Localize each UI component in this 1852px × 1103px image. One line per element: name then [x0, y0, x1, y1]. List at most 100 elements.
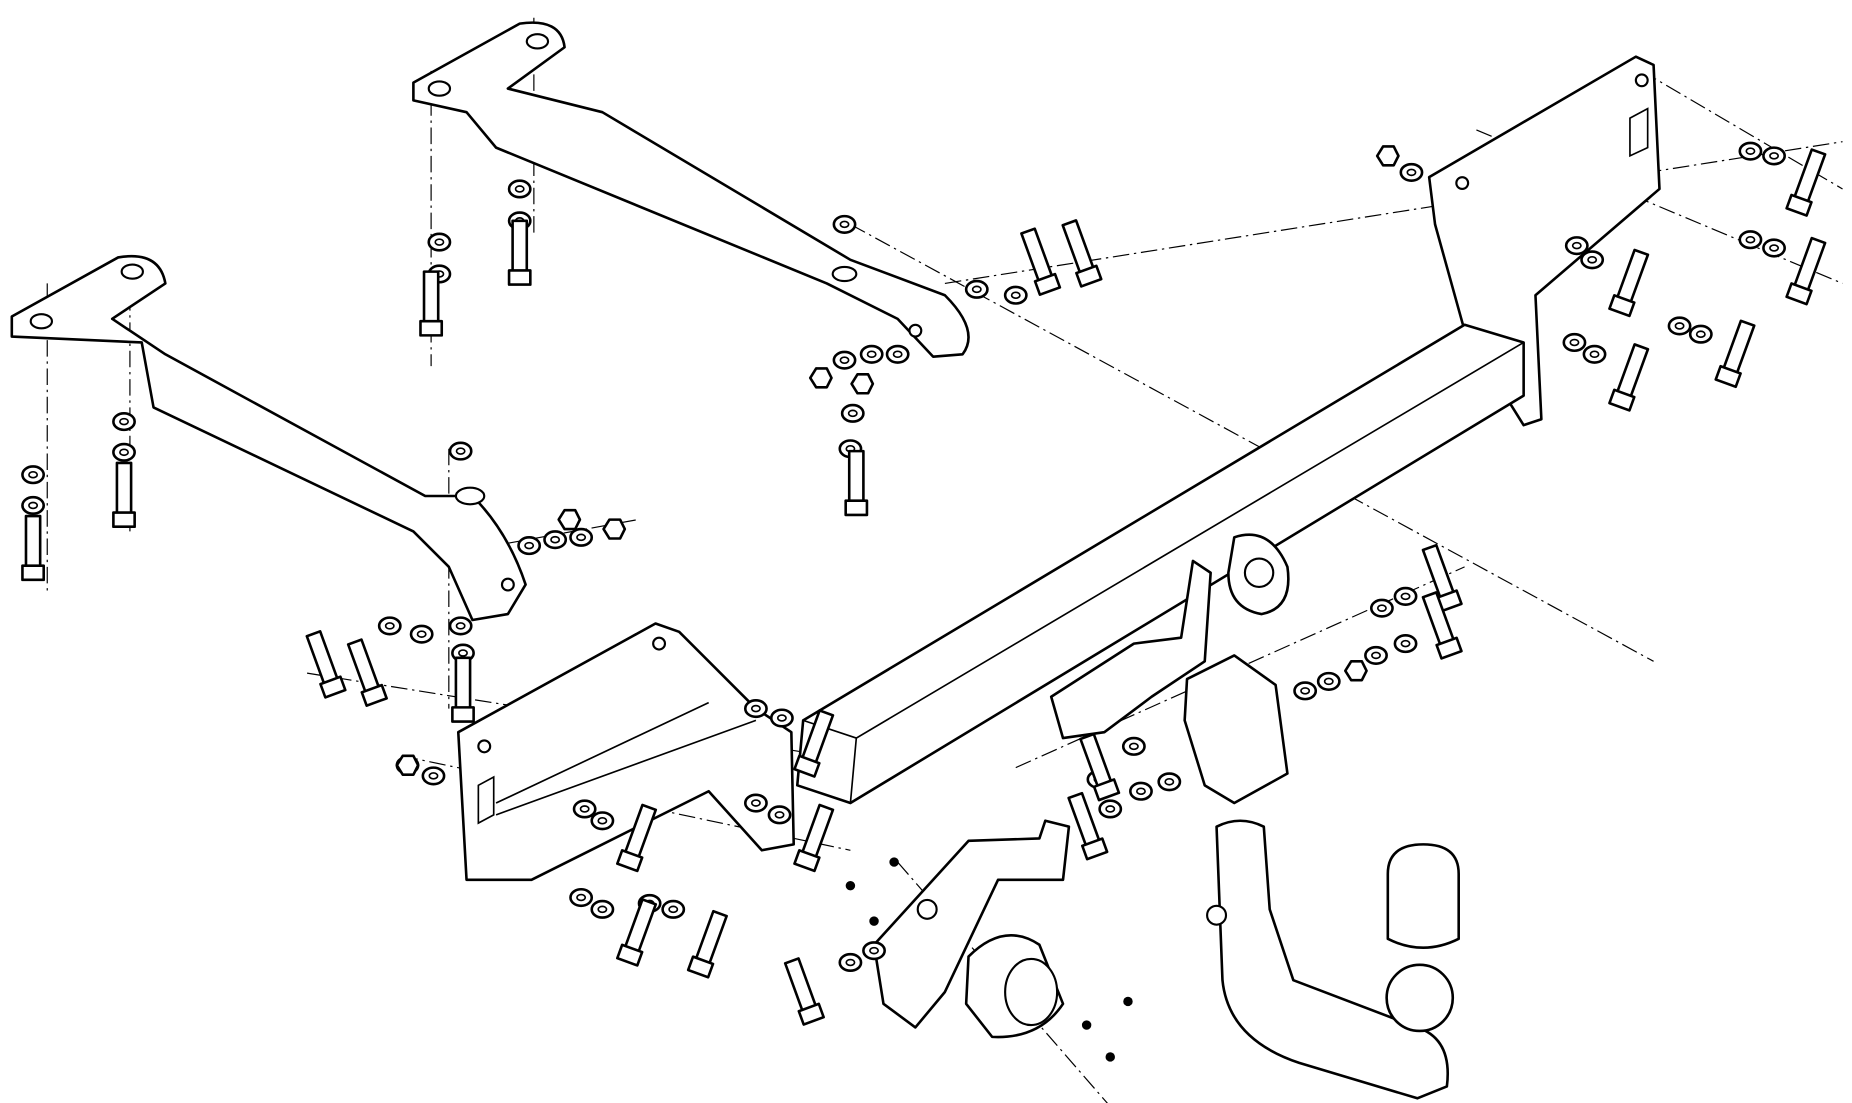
washer-icon [590, 899, 615, 919]
washer-hole [892, 350, 903, 359]
washer-icon [1393, 634, 1418, 654]
ball-mount-receiver [1183, 654, 1289, 805]
washer-hole [750, 704, 761, 713]
washer-icon [569, 527, 594, 547]
small-screw-icon [889, 857, 899, 867]
washer-hole [1569, 338, 1580, 347]
washer-hole [458, 649, 468, 657]
washer-icon [743, 793, 768, 813]
bolt-icon [793, 709, 835, 778]
bolt-icon [1061, 219, 1103, 288]
washer-hole [1376, 604, 1387, 612]
bolt-icon [305, 630, 347, 699]
washer-icon [1688, 324, 1713, 344]
washer-icon [832, 214, 857, 234]
washer-hole [1589, 350, 1600, 359]
washer-hole [416, 630, 427, 638]
washer-hole [1406, 168, 1417, 177]
washer-icon [507, 179, 532, 199]
washer-hole [28, 470, 39, 479]
washer-icon [838, 952, 863, 973]
washer-icon [769, 708, 794, 728]
washer-icon [448, 441, 473, 461]
washer-icon [1098, 799, 1123, 819]
washer-icon [885, 344, 910, 364]
washer-icon [840, 403, 865, 423]
washer-icon [112, 412, 136, 432]
washer-icon [377, 616, 402, 636]
bolt-icon [346, 638, 388, 707]
bolt-icon [686, 909, 728, 979]
small-screw-icon [845, 880, 856, 891]
washer-hole [1745, 147, 1756, 155]
bolt-icon [1608, 248, 1650, 318]
washer-icon [1399, 162, 1424, 182]
fasteners [21, 141, 1827, 1062]
nut-icon [602, 518, 627, 540]
washer-hole [1105, 805, 1116, 813]
washer-hole [847, 409, 858, 418]
bolt-icon [844, 449, 869, 517]
washer-hole [774, 811, 785, 819]
washer-hole [1769, 152, 1780, 160]
washer-icon [421, 766, 446, 786]
bolt-icon [1020, 227, 1062, 296]
small-screw-icon [1123, 996, 1133, 1007]
bolt-icon [112, 461, 136, 528]
washer-hole [597, 816, 608, 825]
washer-hole [1128, 742, 1139, 751]
washer-icon [572, 799, 597, 819]
washer-icon [409, 624, 434, 644]
washer-hole [455, 622, 466, 630]
washer-hole [576, 893, 587, 902]
washer-hole [1323, 677, 1334, 686]
washer-hole [866, 350, 877, 359]
washer-icon [1157, 772, 1182, 792]
washer-icon [1564, 236, 1589, 256]
washer-icon [1316, 671, 1341, 691]
nut-icon [1375, 145, 1400, 167]
washer-hole [776, 714, 787, 722]
washer-hole [576, 533, 587, 542]
washer-icon [964, 279, 989, 299]
small-screw-icon [869, 916, 879, 926]
washer-icon [743, 698, 768, 719]
washer-icon [21, 495, 46, 516]
washer-hole [1769, 244, 1780, 252]
washer-icon [832, 350, 857, 370]
washer-hole [845, 958, 856, 967]
washer-icon [448, 616, 473, 636]
washer-icon [859, 344, 884, 364]
washer-icon [1762, 146, 1786, 166]
bolt-icon [451, 656, 475, 723]
washer-hole [750, 799, 761, 807]
detachable-tow-ball-neck [1206, 819, 1460, 1100]
washer-icon [767, 805, 792, 825]
washer-hole [839, 356, 850, 364]
washer-icon [21, 465, 46, 485]
washer-hole [1571, 241, 1582, 250]
washer-hole [839, 220, 850, 229]
washer-icon [517, 536, 542, 556]
washer-hole [579, 805, 590, 813]
bolt-icon [793, 803, 835, 873]
small-screw-icon [1105, 1052, 1115, 1062]
washer-icon [1580, 250, 1605, 270]
bolt-icon [1608, 343, 1650, 412]
nut-icon [557, 508, 582, 531]
bolt-icon [616, 898, 658, 967]
washer-icon [862, 941, 886, 961]
washer-icon [1562, 332, 1587, 353]
bolt-icon [507, 219, 532, 286]
nut-icon [1343, 660, 1368, 682]
washer-hole [668, 905, 679, 914]
bolt-icon [616, 803, 658, 873]
washer-hole [1300, 687, 1311, 695]
washer-hole [428, 772, 439, 780]
lower-left-arm [10, 254, 527, 622]
washer-hole [869, 946, 879, 955]
washer-icon [1582, 344, 1607, 364]
washer-hole [1010, 291, 1021, 300]
washer-hole [524, 541, 535, 550]
